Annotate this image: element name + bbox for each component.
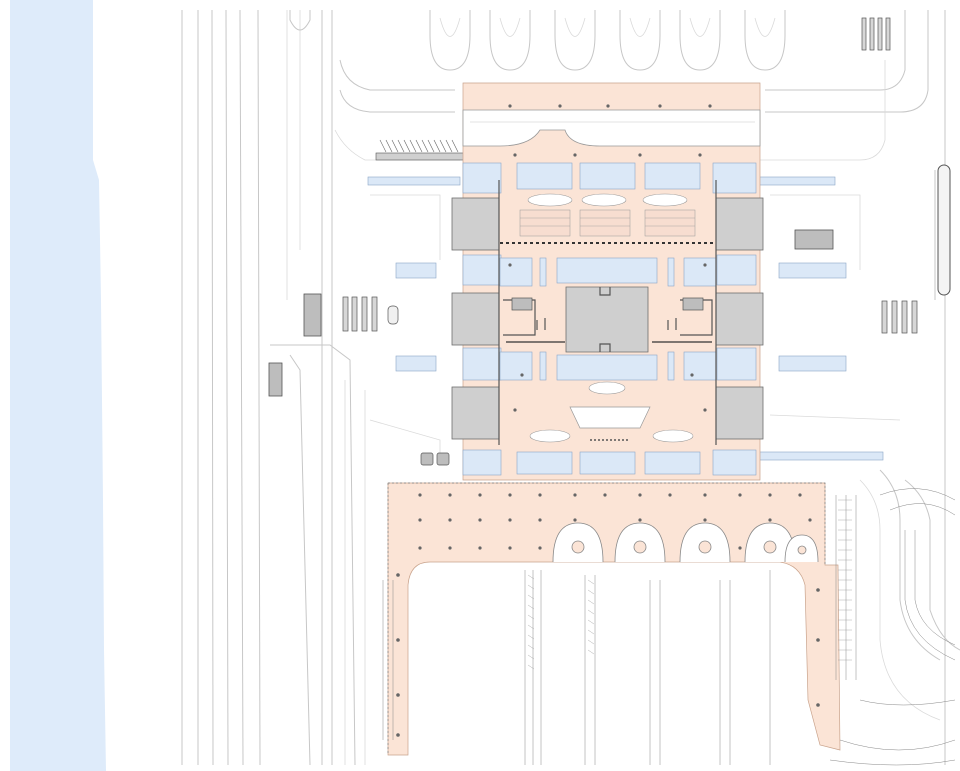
utility-block-a <box>420 452 434 466</box>
parking-hatch <box>527 499 852 670</box>
bus-bays-left <box>342 296 378 332</box>
canopy-strips <box>367 176 884 461</box>
curbside-turnarounds <box>552 522 819 563</box>
central-atrium <box>565 286 649 353</box>
parking-right <box>829 488 956 766</box>
left-building-a <box>303 293 322 337</box>
parking-rows <box>382 495 857 765</box>
right-building <box>794 229 834 250</box>
checkin-islands <box>519 193 696 443</box>
water-body <box>10 0 106 771</box>
bus-bays-right <box>881 300 918 334</box>
small-kiosk <box>387 305 399 325</box>
right-ramp <box>937 164 951 296</box>
road-network <box>181 9 960 766</box>
walkway-hatch <box>379 139 459 153</box>
walkway-band <box>375 152 477 161</box>
pier-cores <box>451 197 764 440</box>
column-grid <box>396 104 820 737</box>
utility-block-b <box>436 452 450 466</box>
upper-curbside-road <box>462 109 761 147</box>
terminal-interior-walls <box>498 180 717 445</box>
bus-bays-top-right <box>861 17 891 51</box>
left-building-b <box>268 362 283 397</box>
landside-service-blocks <box>462 162 757 476</box>
